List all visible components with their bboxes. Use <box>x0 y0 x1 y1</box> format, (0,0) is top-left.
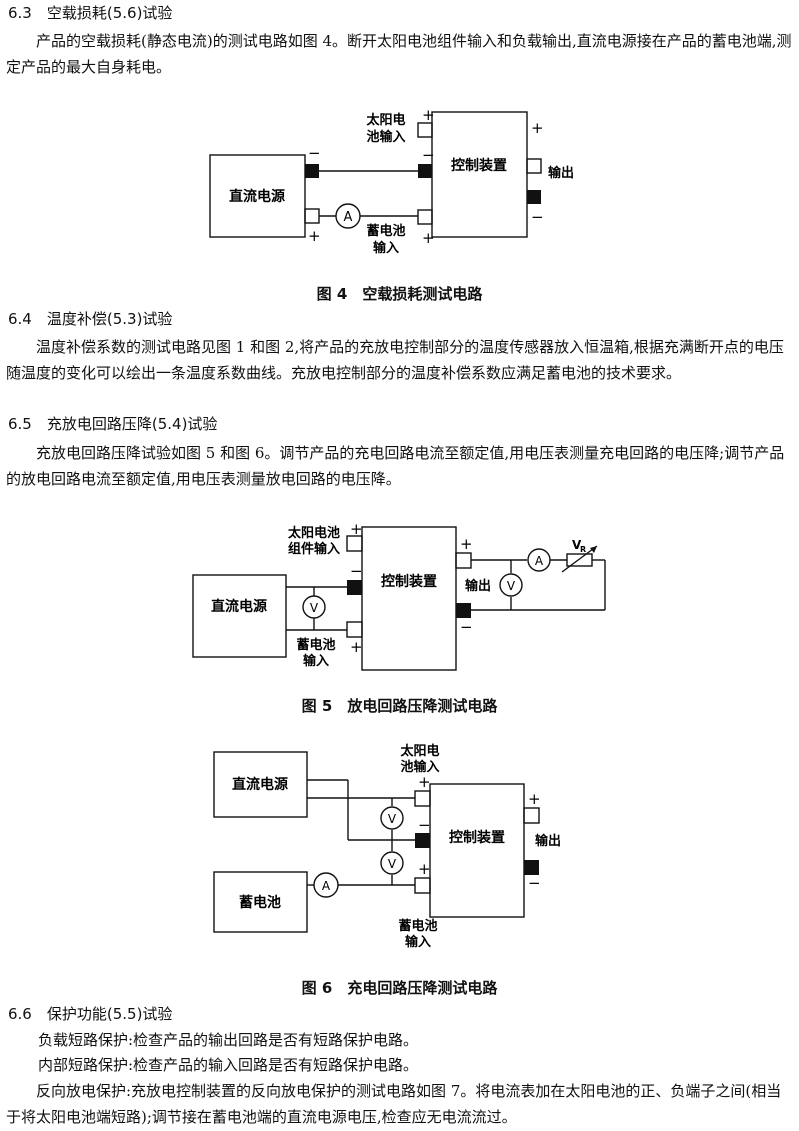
dc-power-label: 直流电源 <box>211 598 267 615</box>
minus-sign: − <box>460 618 473 636</box>
battery-input-label-2: 输入 <box>373 240 399 256</box>
voltmeter-icon <box>380 806 404 830</box>
load-short-protection-line: 负载短路保护:检查产品的输出回路是否有短路保护电路。 <box>38 1031 419 1049</box>
output-label: 输出 <box>465 578 491 594</box>
minus-sign: − <box>308 144 321 162</box>
battery-input-label-2: 输入 <box>303 653 329 669</box>
section-6-4-heading: 6.4 温度补偿(5.3)试验 <box>8 310 173 328</box>
controller-box <box>431 111 528 238</box>
minus-sign: − <box>528 874 541 892</box>
section-6-5-heading: 6.5 充放电回路压降(5.4)试验 <box>8 415 218 433</box>
solar-input-label-2: 组件输入 <box>288 541 340 557</box>
plus-sign: + <box>528 790 541 808</box>
plus-sign: + <box>350 638 363 656</box>
controller-box <box>429 783 525 918</box>
internal-short-protection-line: 内部短路保护:检查产品的输入回路是否有短路保护电路。 <box>38 1056 419 1074</box>
ammeter-icon <box>335 203 361 229</box>
solar-input-label-1: 太阳电池 <box>287 525 340 541</box>
plus-sign: + <box>460 535 473 553</box>
battery-input-label-2: 输入 <box>405 934 431 950</box>
solar-input-label-2: 池输入 <box>400 759 439 775</box>
figure-5-circuit: V A V V R 直流电源 控制装置 太阳电池 组件输入 输出 蓄电池 输入 … <box>192 520 606 671</box>
minus-sign: − <box>418 816 431 834</box>
solar-input-label-1: 太阳电 <box>399 743 439 759</box>
voltmeter-icon <box>302 595 326 619</box>
solar-input-label-2: 池输入 <box>366 129 405 145</box>
section-6-3-heading: 6.3 空载损耗(5.6)试验 <box>8 4 173 22</box>
dc-power-box <box>192 574 287 658</box>
reverse-discharge-paragraph: 反向放电保护:充放电控制装置的反向放电保护的测试电路如图 7。将电流表加在太阳电… <box>6 1082 782 1126</box>
plus-sign: + <box>531 119 544 137</box>
ammeter-label: A <box>535 554 544 568</box>
voltmeter-label: V <box>388 812 397 826</box>
minus-sign: − <box>422 146 435 164</box>
voltmeter-label: V <box>310 601 319 615</box>
battery-label: 蓄电池 <box>239 894 281 911</box>
plus-sign: + <box>418 860 431 878</box>
section-6-5-paragraph: 充放电回路压降试验如图 5 和图 6。调节产品的充电回路电流至额定值,用电压表测… <box>6 444 785 488</box>
figure-4-caption: 图 4 空载损耗测试电路 <box>316 285 483 303</box>
output-label: 输出 <box>535 833 561 849</box>
dc-power-label: 直流电源 <box>232 776 288 793</box>
ammeter-icon <box>313 872 339 898</box>
figure-4-circuit: A 直流电源 控制装置 太阳电 池输入 输出 蓄电池 输入 + − + − + … <box>209 106 574 256</box>
plus-sign: + <box>422 229 435 247</box>
ammeter-icon <box>527 548 551 572</box>
controller-label: 控制装置 <box>449 829 505 846</box>
ammeter-label: A <box>322 879 331 893</box>
controller-label: 控制装置 <box>381 573 437 590</box>
figure-5-caption: 图 5 放电回路压降测试电路 <box>301 697 498 715</box>
dc-power-box <box>209 154 306 238</box>
dc-power-label: 直流电源 <box>229 188 285 205</box>
battery-input-label-1: 蓄电池 <box>398 918 437 934</box>
voltmeter-label: V <box>388 857 397 871</box>
dc-power-box <box>213 751 308 818</box>
plus-sign: + <box>308 227 321 245</box>
minus-sign: − <box>350 562 363 580</box>
section-6-4-paragraph: 温度补偿系数的测试电路见图 1 和图 2,将产品的充放电控制部分的温度传感器放入… <box>6 338 784 382</box>
battery-input-label-1: 蓄电池 <box>366 223 405 239</box>
rheostat-label: V <box>572 538 582 552</box>
voltmeter-icon <box>380 851 404 875</box>
rheostat-subscript: R <box>580 545 586 554</box>
section-6-3-paragraph: 产品的空载损耗(静态电流)的测试电路如图 4。断开太阳电池组件输入和负载输出,直… <box>6 32 792 76</box>
voltmeter-icon <box>499 573 523 597</box>
figure-6-circuit: V V A 直流电源 蓄电池 控制装置 太阳电 池输入 输出 蓄电池 输入 + … <box>213 743 561 950</box>
voltmeter-label: V <box>507 579 516 593</box>
ammeter-label: A <box>344 210 353 225</box>
plus-sign: + <box>422 106 435 124</box>
plus-sign: + <box>418 773 431 791</box>
minus-sign: − <box>531 208 544 226</box>
figure-6-caption: 图 6 充电回路压降测试电路 <box>301 979 498 997</box>
plus-sign: + <box>350 520 363 538</box>
battery-box <box>213 871 308 933</box>
controller-label: 控制装置 <box>451 157 507 174</box>
output-label: 输出 <box>548 165 574 181</box>
controller-box <box>361 526 457 671</box>
solar-input-label-1: 太阳电 <box>365 112 405 128</box>
battery-input-label-1: 蓄电池 <box>296 637 335 653</box>
section-6-6-heading: 6.6 保护功能(5.5)试验 <box>8 1005 173 1023</box>
